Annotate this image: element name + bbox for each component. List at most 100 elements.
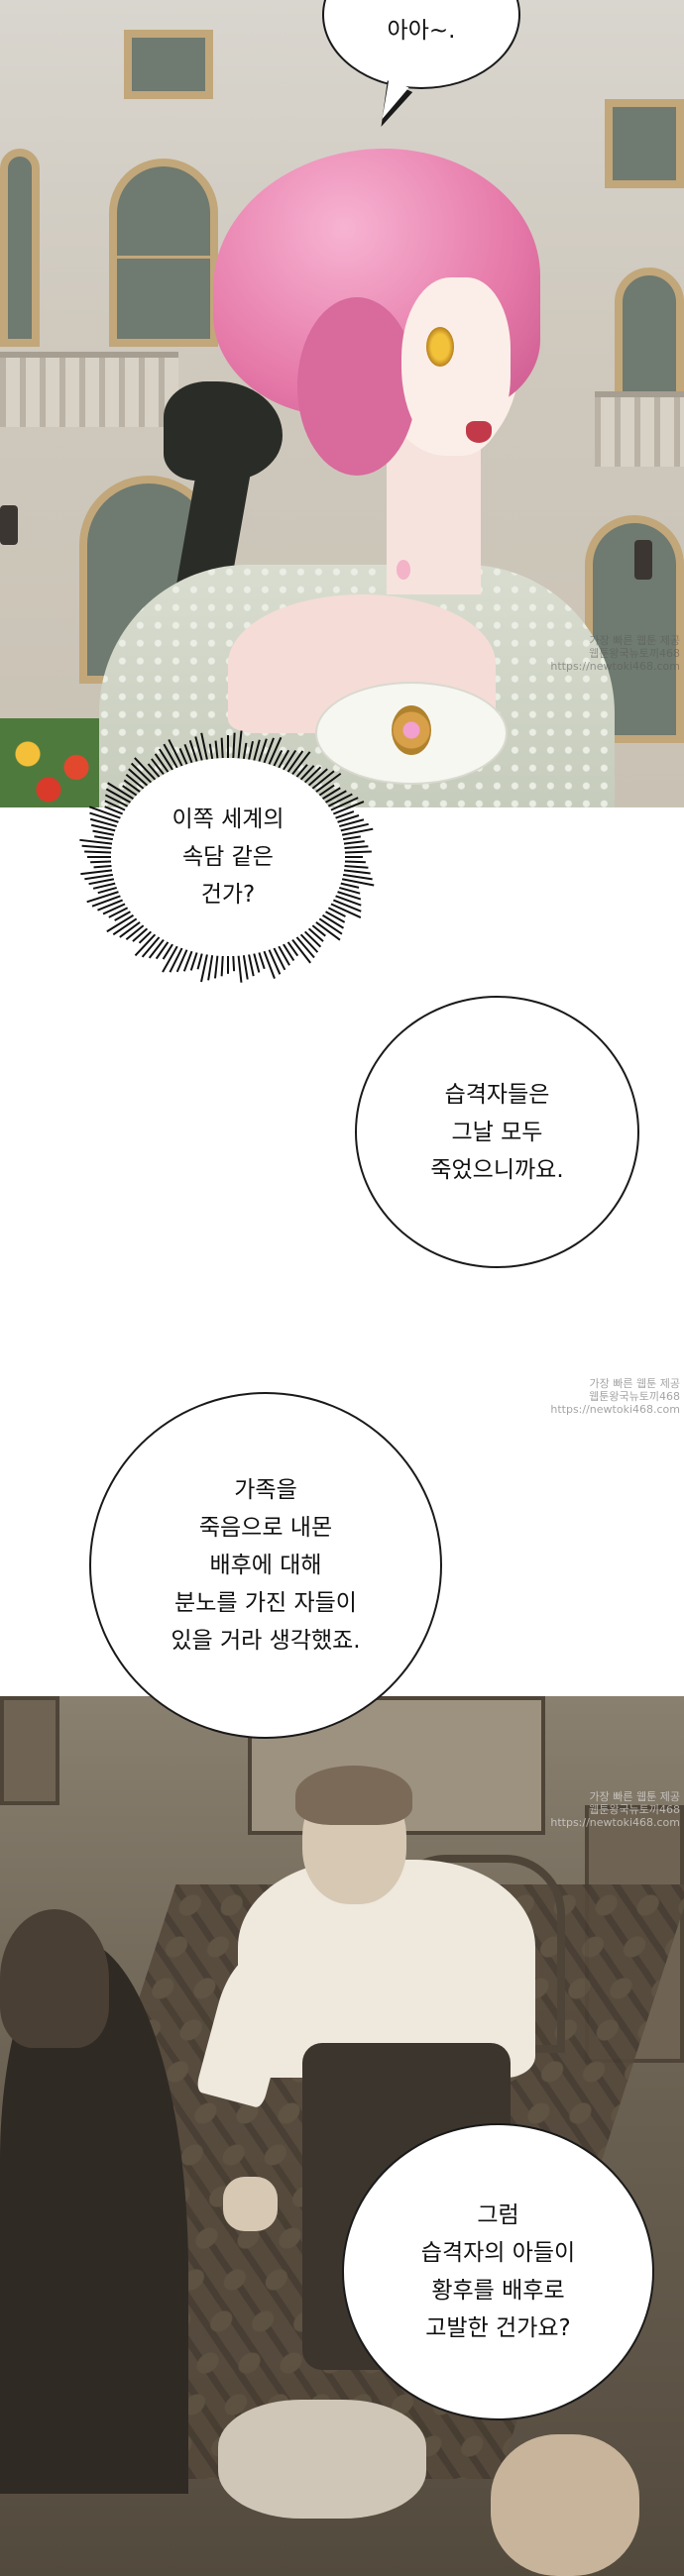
burst-spike: [189, 952, 198, 971]
burst-spike: [315, 772, 342, 794]
castle-window: [605, 99, 684, 188]
bubble-text: 아아~.: [387, 18, 456, 44]
burst-spike: [344, 845, 369, 850]
burst-spike: [182, 950, 193, 972]
burst-spike: [273, 947, 286, 971]
burst-spike: [79, 838, 113, 845]
burst-spike: [148, 938, 165, 959]
burst-spike: [263, 737, 275, 764]
burst-spike: [286, 750, 304, 773]
speech-bubble: 습격자들은 그날 모두 죽었으니까요.: [355, 996, 639, 1268]
burst-spike: [80, 869, 113, 876]
burst-spike: [303, 930, 322, 948]
burst-spike: [344, 850, 372, 854]
burst-spike: [128, 768, 149, 787]
burst-spike: [88, 878, 115, 886]
burst-spike: [89, 817, 118, 828]
burst-spike: [200, 954, 208, 983]
thought-text: 이쪽 세계의 속담 같은 건가?: [171, 806, 285, 908]
burst-spike: [315, 920, 341, 941]
castle-balcony: [595, 391, 684, 467]
burst-spike: [299, 933, 319, 953]
brooch-icon: [392, 705, 431, 755]
burst-spike: [303, 766, 322, 784]
burst-spike: [343, 840, 365, 845]
speech-bubble: 가족을 죽음으로 내몬 배후에 대해 분노를 가진 자들이 있을 거라 생각했죠…: [89, 1392, 442, 1739]
burst-spike: [175, 949, 188, 973]
burst-spike: [125, 774, 145, 790]
burst-spike: [248, 954, 255, 977]
burst-spike: [119, 920, 141, 938]
burst-spike: [344, 860, 366, 864]
burst-spike: [178, 748, 188, 765]
burst-spike: [253, 739, 261, 761]
burst-spike: [130, 762, 153, 784]
burst-spike: [343, 869, 371, 875]
burst-spike: [183, 743, 193, 764]
burst-spike: [169, 947, 183, 973]
burst-spike: [97, 886, 118, 895]
burst-spike: [342, 873, 373, 881]
woman-face-front: [401, 277, 511, 456]
burst-spike: [194, 736, 203, 761]
burst-spike: [104, 805, 124, 815]
burst-spike: [123, 779, 141, 794]
burst-spike: [327, 793, 353, 807]
burst-spike: [321, 787, 341, 801]
burst-spike: [324, 911, 346, 923]
woman-eye: [426, 327, 454, 367]
panel-courtyard: 가장 빠른 웹툰 제공 웹툰왕국뉴토끼468 https://newtoki46…: [0, 0, 684, 807]
burst-spike: [84, 850, 112, 854]
foreground-arm: [218, 2400, 426, 2519]
burst-spike: [286, 941, 299, 957]
burst-spike: [321, 913, 345, 929]
burst-spike: [291, 938, 311, 964]
burst-spike: [104, 800, 126, 811]
burst-spike: [102, 903, 126, 915]
castle-arched-window: [0, 149, 40, 347]
burst-spike: [327, 907, 346, 917]
burst-spike: [299, 765, 315, 781]
speech-bubble: 그럼 습격자의 아들이 황후를 배후로 고발한 건가요?: [342, 2123, 654, 2420]
wall-lamp-icon: [0, 505, 18, 545]
burst-spike: [141, 936, 161, 958]
burst-spike: [214, 955, 219, 979]
burst-spike: [332, 899, 362, 912]
pendant-icon: [397, 560, 410, 580]
burst-spike: [253, 953, 261, 973]
castle-balcony: [0, 352, 178, 427]
burst-spike: [107, 782, 135, 801]
burst-spike: [147, 763, 161, 778]
burst-spike: [311, 770, 335, 790]
burst-spike: [342, 835, 361, 841]
wall-lamp-icon: [634, 540, 652, 580]
bubble-text: 습격자들은 그날 모두 죽었으니까요.: [430, 1081, 564, 1183]
burst-spike: [318, 917, 343, 935]
foreground-man-hair: [0, 1909, 109, 2048]
burst-spike: [268, 949, 282, 975]
watermark: 가장 빠른 웹툰 제공 웹툰왕국뉴토끼468 https://newtoki46…: [550, 1377, 680, 1416]
burst-spike: [330, 797, 359, 811]
burst-spike: [335, 810, 355, 819]
bubble-text: 그럼 습격자의 아들이 황후를 배후로 고발한 건가요?: [420, 2202, 576, 2341]
burst-spike: [86, 891, 119, 904]
burst-spike: [91, 895, 121, 908]
burst-spike: [283, 749, 297, 771]
burst-spike: [278, 749, 290, 769]
burst-spike: [341, 827, 374, 836]
burst-spike: [283, 943, 295, 962]
burst-spike: [232, 732, 236, 759]
burst-spike: [307, 768, 328, 787]
man-fist: [223, 2177, 278, 2231]
burst-spike: [295, 936, 315, 959]
burst-spike: [335, 895, 362, 907]
burst-spike: [273, 749, 284, 767]
burst-spike: [112, 917, 138, 936]
panel-room: 가장 빠른 웹툰 제공 웹툰왕국뉴토끼468 https://newtoki46…: [0, 1696, 684, 2576]
burst-spike: [332, 801, 365, 815]
burst-spike: [311, 924, 326, 937]
burst-spike: [162, 945, 178, 973]
burst-spike: [220, 737, 224, 759]
burst-spike: [162, 943, 173, 960]
burst-spike: [134, 933, 157, 957]
